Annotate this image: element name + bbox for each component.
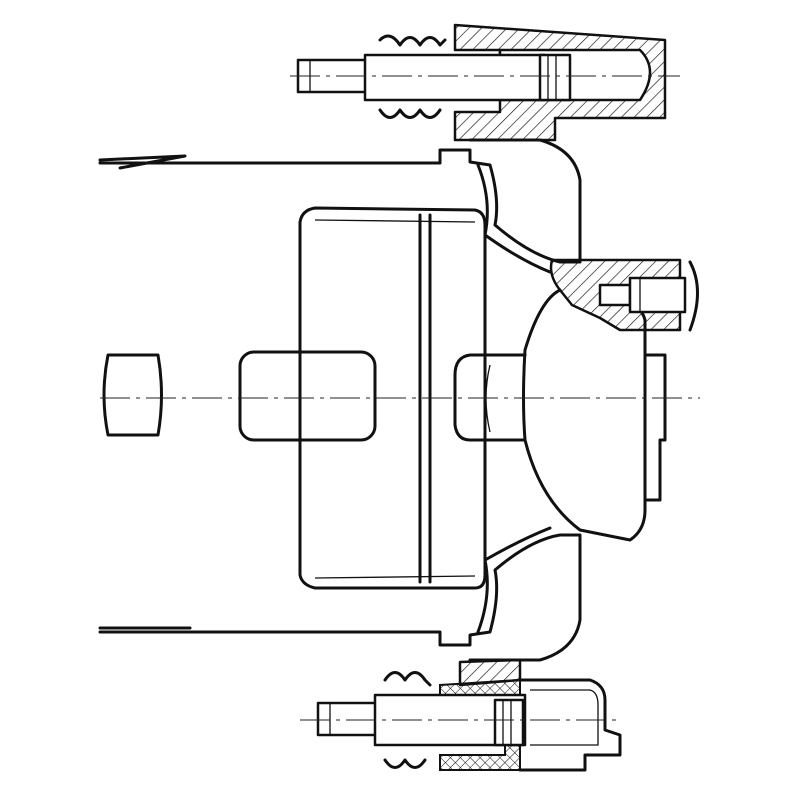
caliper-body [98, 138, 667, 662]
spacer-block [238, 350, 377, 442]
top-guide-pin [290, 23, 680, 142]
bleed-screw [549, 258, 699, 332]
bottom-guide-pin [300, 658, 622, 772]
piston [453, 353, 527, 442]
left-plug [102, 353, 163, 437]
